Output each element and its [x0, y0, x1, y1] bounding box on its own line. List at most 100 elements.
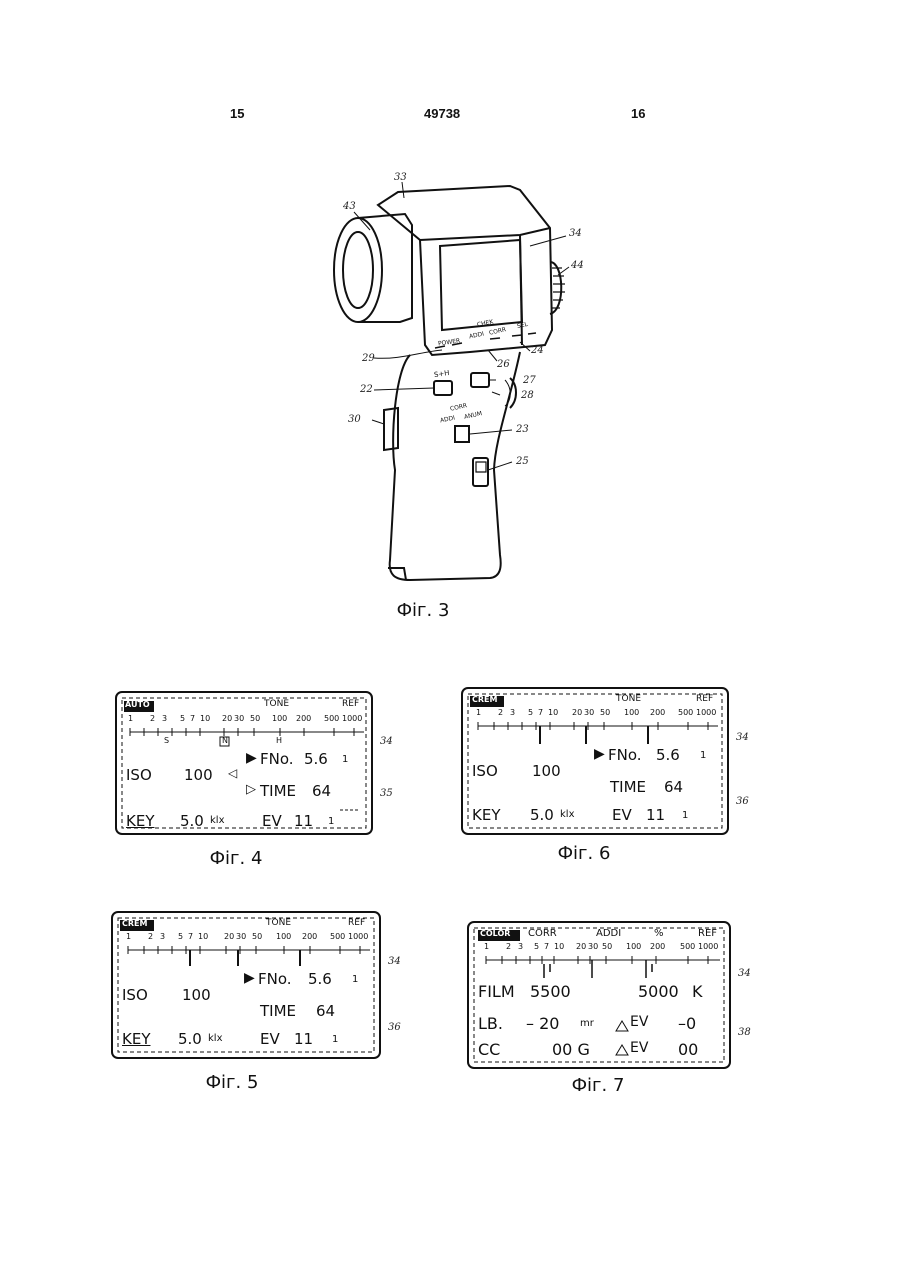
scale-30: 30 [234, 714, 244, 723]
scale-500: 500 [680, 942, 695, 951]
time-label: TIME [610, 778, 646, 796]
ref-34: 34 [569, 228, 582, 239]
key-label: KEY [126, 812, 154, 830]
lb-label: LB. [478, 1014, 503, 1033]
scale-100: 100 [624, 708, 639, 717]
time-value: 64 [664, 778, 683, 796]
scale-5: 5 [534, 942, 539, 951]
fno-label: FNo. [258, 970, 292, 988]
cc-value: 00 G [552, 1040, 590, 1059]
scale-1000: 1000 [348, 932, 368, 941]
time-label: TIME [260, 782, 296, 800]
ref-26: 26 [497, 359, 510, 370]
ev-sub: 1 [328, 816, 334, 827]
time-arrow: ▷ [246, 782, 256, 797]
scale-30: 30 [584, 708, 594, 717]
lb-ev-label: EV [630, 1014, 648, 1030]
percent-label: % [654, 928, 664, 939]
scale-200: 200 [296, 714, 311, 723]
mode-badge: CREM [472, 695, 497, 704]
fno-sub: 1 [352, 974, 358, 985]
scale-50: 50 [250, 714, 260, 723]
scale-50: 50 [252, 932, 262, 941]
fig5-lcd-panel: CREM TONE REF 1 2 3 5 7 10 20 30 50 100 … [110, 910, 382, 1060]
fno-value: 5.6 [308, 970, 332, 988]
film-unit: K [692, 982, 703, 1001]
ref-43: 43 [343, 201, 356, 212]
fig6-lcd-panel: CREM TONE REF 1 2 3 5 7 10 20 30 50 100 … [460, 686, 730, 836]
scale-10: 10 [200, 714, 210, 723]
fig6-caption: Фіг. 6 [524, 843, 644, 864]
ref-label: REF [696, 694, 713, 704]
iso-value: 100 [532, 762, 561, 780]
time-value: 64 [316, 1002, 335, 1020]
scale-10: 10 [198, 932, 208, 941]
ref-33: 33 [394, 172, 407, 183]
ev-value: 11 [646, 806, 665, 824]
film-label: FILM [478, 982, 515, 1001]
key-label: KEY [472, 806, 500, 824]
ref-25: 25 [516, 456, 529, 467]
scale-200: 200 [650, 942, 665, 951]
scale-1: 1 [476, 708, 481, 717]
scale-50: 50 [602, 942, 612, 951]
scale-7: 7 [188, 932, 193, 941]
ref-24: 24 [531, 345, 544, 356]
corr-label: CORR [528, 928, 557, 939]
tone-label: TONE [264, 699, 289, 709]
time-value: 64 [312, 782, 331, 800]
fig3-device-drawing [0, 0, 900, 600]
scale-5: 5 [180, 714, 185, 723]
iso-label: ISO [126, 766, 152, 784]
iso-value: 100 [182, 986, 211, 1004]
ref-29: 29 [362, 353, 375, 364]
scale-10: 10 [554, 942, 564, 951]
key-unit: klx [208, 1033, 223, 1044]
fig7-caption: Фіг. 7 [538, 1075, 658, 1096]
fno-label: FNo. [608, 746, 642, 764]
film-right-value: 5000 [638, 982, 679, 1001]
ref-label: REF [348, 918, 365, 928]
iso-label: ISO [472, 762, 498, 780]
scale-2: 2 [498, 708, 503, 717]
scale-1000: 1000 [696, 708, 716, 717]
ref-28: 28 [521, 390, 534, 401]
fno-arrow: ▶ [246, 750, 257, 766]
scale-100: 100 [276, 932, 291, 941]
addi-label: ADDI [596, 928, 621, 939]
fig7-lcd-panel: COLOR CORR ADDI % REF 1 2 3 5 7 10 20 30… [466, 920, 732, 1070]
fig3-caption: Фіг. 3 [363, 600, 483, 621]
mode-badge: CREM [122, 919, 147, 928]
ev-label: EV [612, 806, 632, 824]
scale-20: 20 [222, 714, 232, 723]
scale-2: 2 [148, 932, 153, 941]
scale-20: 20 [572, 708, 582, 717]
scale-1000: 1000 [342, 714, 362, 723]
fno-value: 5.6 [656, 746, 680, 764]
mode-badge: COLOR [480, 929, 510, 938]
fno-sub: 1 [342, 754, 348, 765]
fig4-ref-34: 34 [380, 736, 393, 747]
fig6-ref-36: 36 [736, 796, 749, 807]
scale-1: 1 [484, 942, 489, 951]
scale-5: 5 [178, 932, 183, 941]
scale-5: 5 [528, 708, 533, 717]
fig4-lcd-panel: AUTO TONE REF 1 2 3 5 7 10 20 30 50 100 … [114, 690, 374, 836]
scale-500: 500 [678, 708, 693, 717]
cc-label: CC [478, 1040, 500, 1059]
key-label: KEY [122, 1030, 150, 1048]
scale-20: 20 [224, 932, 234, 941]
scale-30: 30 [588, 942, 598, 951]
ref-44: 44 [571, 260, 584, 271]
iso-value: 100 [184, 766, 213, 784]
scale-7: 7 [538, 708, 543, 717]
scale-30: 30 [236, 932, 246, 941]
scale-1000: 1000 [698, 942, 718, 951]
key-unit: klx [560, 809, 575, 820]
mark-s: S [164, 736, 169, 745]
scale-100: 100 [626, 942, 641, 951]
fig4-ref-35: 35 [380, 788, 393, 799]
fno-arrow: ▶ [594, 746, 605, 762]
time-label: TIME [260, 1002, 296, 1020]
scale-1: 1 [126, 932, 131, 941]
